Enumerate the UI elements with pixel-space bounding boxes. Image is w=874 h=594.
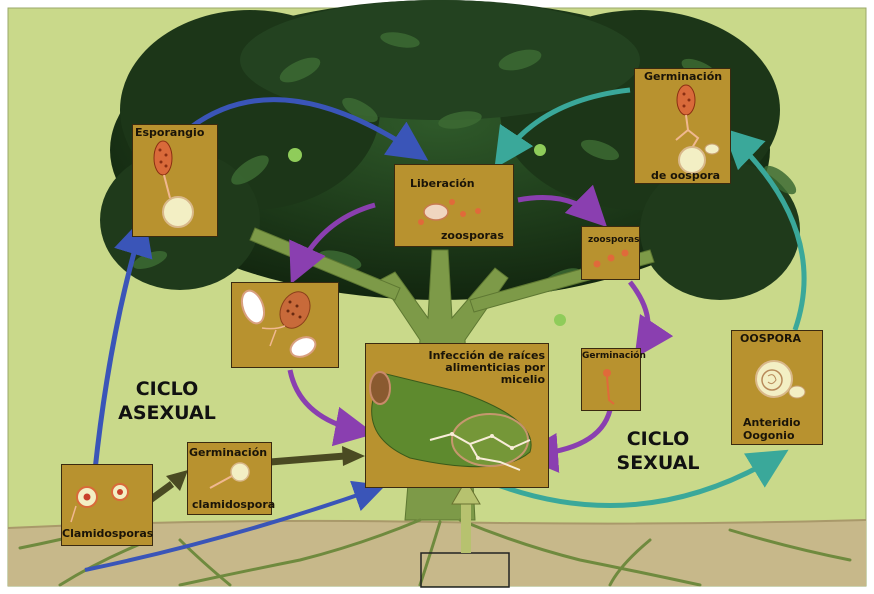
sexual-cycle-title: CICLO SEXUAL — [608, 428, 708, 476]
label-germinacion: Germinación — [582, 352, 646, 362]
label-zoosporas-liberacion: zoosporas — [441, 230, 504, 242]
label-zoosporas: zoosporas — [588, 236, 639, 246]
label-oogonio: Oogonio — [743, 430, 795, 442]
label-germinacion-clamidospora-top: Germinación — [189, 447, 267, 459]
label-germinacion-clamidospora-bottom: clamidospora — [192, 499, 275, 511]
label-liberacion: Liberación — [410, 178, 475, 190]
label-infeccion: Infección de raíces alimenticias por mic… — [400, 350, 545, 386]
label-oospora: OOSPORA — [740, 333, 801, 345]
box-esporangia — [231, 282, 339, 368]
label-germinacion-oospora-bottom: de oospora — [651, 170, 720, 182]
asexual-cycle-title: CICLO ASEXUAL — [112, 378, 222, 426]
label-esporangio: Esporangio — [135, 127, 204, 139]
label-anteridio: Anteridio — [743, 417, 800, 429]
label-germinacion-oospora-top: Germinación — [644, 71, 722, 83]
box-germinacion-oospora — [634, 68, 731, 184]
box-esporangio — [132, 124, 218, 237]
label-clamidosporas: Clamidosporas — [62, 528, 153, 540]
